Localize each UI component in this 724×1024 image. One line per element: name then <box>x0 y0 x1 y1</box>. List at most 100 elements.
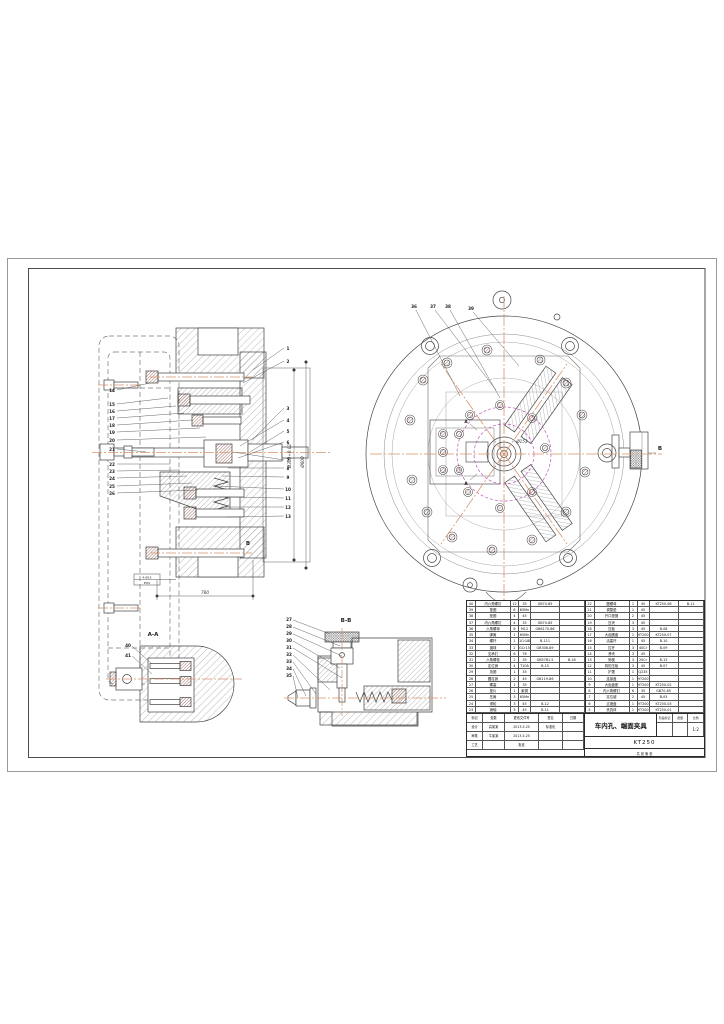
bom-cell: 紫铜 <box>519 688 531 695</box>
svg-text:24: 24 <box>109 476 115 481</box>
bom-cell <box>560 669 585 676</box>
bom-cell: 牛某某 <box>483 732 505 741</box>
svg-text:13: 13 <box>285 514 291 519</box>
bom-cell: 45 <box>519 706 531 713</box>
bom-cell <box>678 650 704 657</box>
bom-cell: 45 <box>637 625 650 633</box>
svg-text:39: 39 <box>468 306 474 311</box>
bom-cell <box>560 632 585 639</box>
bom-cell: 日期 <box>563 714 584 723</box>
bom-cell: 22 <box>585 601 595 608</box>
bom-cell: 1 <box>629 601 638 608</box>
bom-cell: 3 <box>629 656 638 664</box>
svg-text:41: 41 <box>125 653 131 658</box>
bom-cell <box>649 613 679 620</box>
bom-cell: 45 <box>519 675 531 682</box>
section-leaders <box>116 347 285 518</box>
bb-labels: B-B 27 28 29 30 31 32 33 34 35 <box>286 617 351 678</box>
bom-cell: 37 <box>467 619 476 626</box>
bom-cell <box>563 732 584 741</box>
bom-cell: 滑块 <box>594 650 630 657</box>
scale-label: 比例 <box>688 714 704 722</box>
bom-cell: B-09 <box>649 644 679 651</box>
bom-cell <box>560 625 585 633</box>
svg-text:29: 29 <box>286 631 292 636</box>
bom-cell: 35 <box>519 619 531 626</box>
bom-cell <box>560 700 585 707</box>
bom-cell <box>678 644 704 651</box>
bom-cell: 35 <box>519 669 531 676</box>
bom-cell: 3 <box>511 694 519 701</box>
bom-cell: 工艺 <box>467 741 483 750</box>
bom-cell: 34 <box>467 638 476 645</box>
svg-text:34: 34 <box>286 666 292 671</box>
bom-cell: 31 <box>467 656 476 664</box>
bom-cell: 12 <box>585 663 595 670</box>
svg-text:20: 20 <box>109 438 115 443</box>
bom-cell: 40 <box>467 601 476 608</box>
front-centerlines <box>370 296 662 616</box>
bom-cell <box>539 741 563 750</box>
bom-cell: 8 <box>511 607 519 614</box>
bom-cell <box>531 613 560 620</box>
bom-cell: 大齿圆盘 <box>594 632 630 639</box>
bom-cell: 65Mn <box>519 694 531 701</box>
bom-cell: 护罩 <box>594 669 630 676</box>
bom-cell <box>563 723 584 732</box>
bom-cell <box>649 669 679 676</box>
bom-cell <box>678 613 704 620</box>
bom-cell: KT250-01 <box>649 706 679 713</box>
bom-cell: 垫圈 <box>476 607 511 614</box>
bom-cell: 3 <box>629 663 638 670</box>
title-block-right: 车内孔、端面夹具 阶段标记 质量 比例 1:2 KT250 共 张 第 张 <box>585 714 704 757</box>
bom-cell: 调整垫 <box>594 607 630 614</box>
bom-cell <box>560 694 585 701</box>
bom-cell <box>678 625 704 633</box>
bom-cell: 35 <box>637 688 650 695</box>
bom-cell: 3 <box>629 650 638 657</box>
bom-cell: B-13 <box>649 656 679 664</box>
bom-cell: KT250-07 <box>649 632 679 639</box>
bom-cell <box>560 688 585 695</box>
bb-view <box>284 619 446 727</box>
bom-cell <box>649 607 679 614</box>
bom-cell: 压簧 <box>476 694 511 701</box>
svg-text:2: 2 <box>287 359 290 364</box>
bom-cell: HT200 <box>637 700 650 707</box>
inner-bolt-ring <box>438 400 550 513</box>
svg-text:31: 31 <box>286 645 292 650</box>
bom-cell <box>560 607 585 614</box>
bom-cell: B-08 <box>649 625 679 633</box>
bom-cell: 38 <box>467 613 476 620</box>
handwheel-knob <box>611 431 649 470</box>
bom-cell <box>531 650 560 657</box>
svg-text:9: 9 <box>287 475 290 480</box>
bom-cell: GCr15 <box>519 644 531 651</box>
bom-cell: 4 <box>511 619 519 626</box>
bom-cell: GB5781.5 <box>531 656 560 664</box>
bom-cell: 批准 <box>505 741 539 750</box>
bom-cell: B-12 <box>531 700 560 707</box>
bom-cell <box>678 681 704 689</box>
bom-cell: 32 <box>467 650 476 657</box>
svg-text:17: 17 <box>109 416 115 421</box>
bom-cell: HT200 <box>637 681 650 689</box>
bom-cell: B-10 <box>649 638 679 645</box>
section-centerlines <box>92 376 330 609</box>
bom-cell: 45 <box>637 650 650 657</box>
bom-cell <box>678 688 704 695</box>
front-bolts <box>404 344 591 556</box>
bom-cell <box>560 644 585 651</box>
bom-cell <box>531 607 560 614</box>
bom-cell: KT250-08 <box>649 601 679 608</box>
bom-cell: 垫圈 <box>476 613 511 620</box>
bom-cell <box>649 675 679 682</box>
bom-cell <box>560 638 585 645</box>
bom-cell <box>678 632 704 639</box>
outer-bolt-ring <box>404 344 591 556</box>
bom-cell <box>560 663 585 670</box>
bom-cell <box>539 732 563 741</box>
bom-cell: 1 <box>629 607 638 614</box>
bom-cell <box>560 650 585 657</box>
svg-text:18: 18 <box>109 423 115 428</box>
